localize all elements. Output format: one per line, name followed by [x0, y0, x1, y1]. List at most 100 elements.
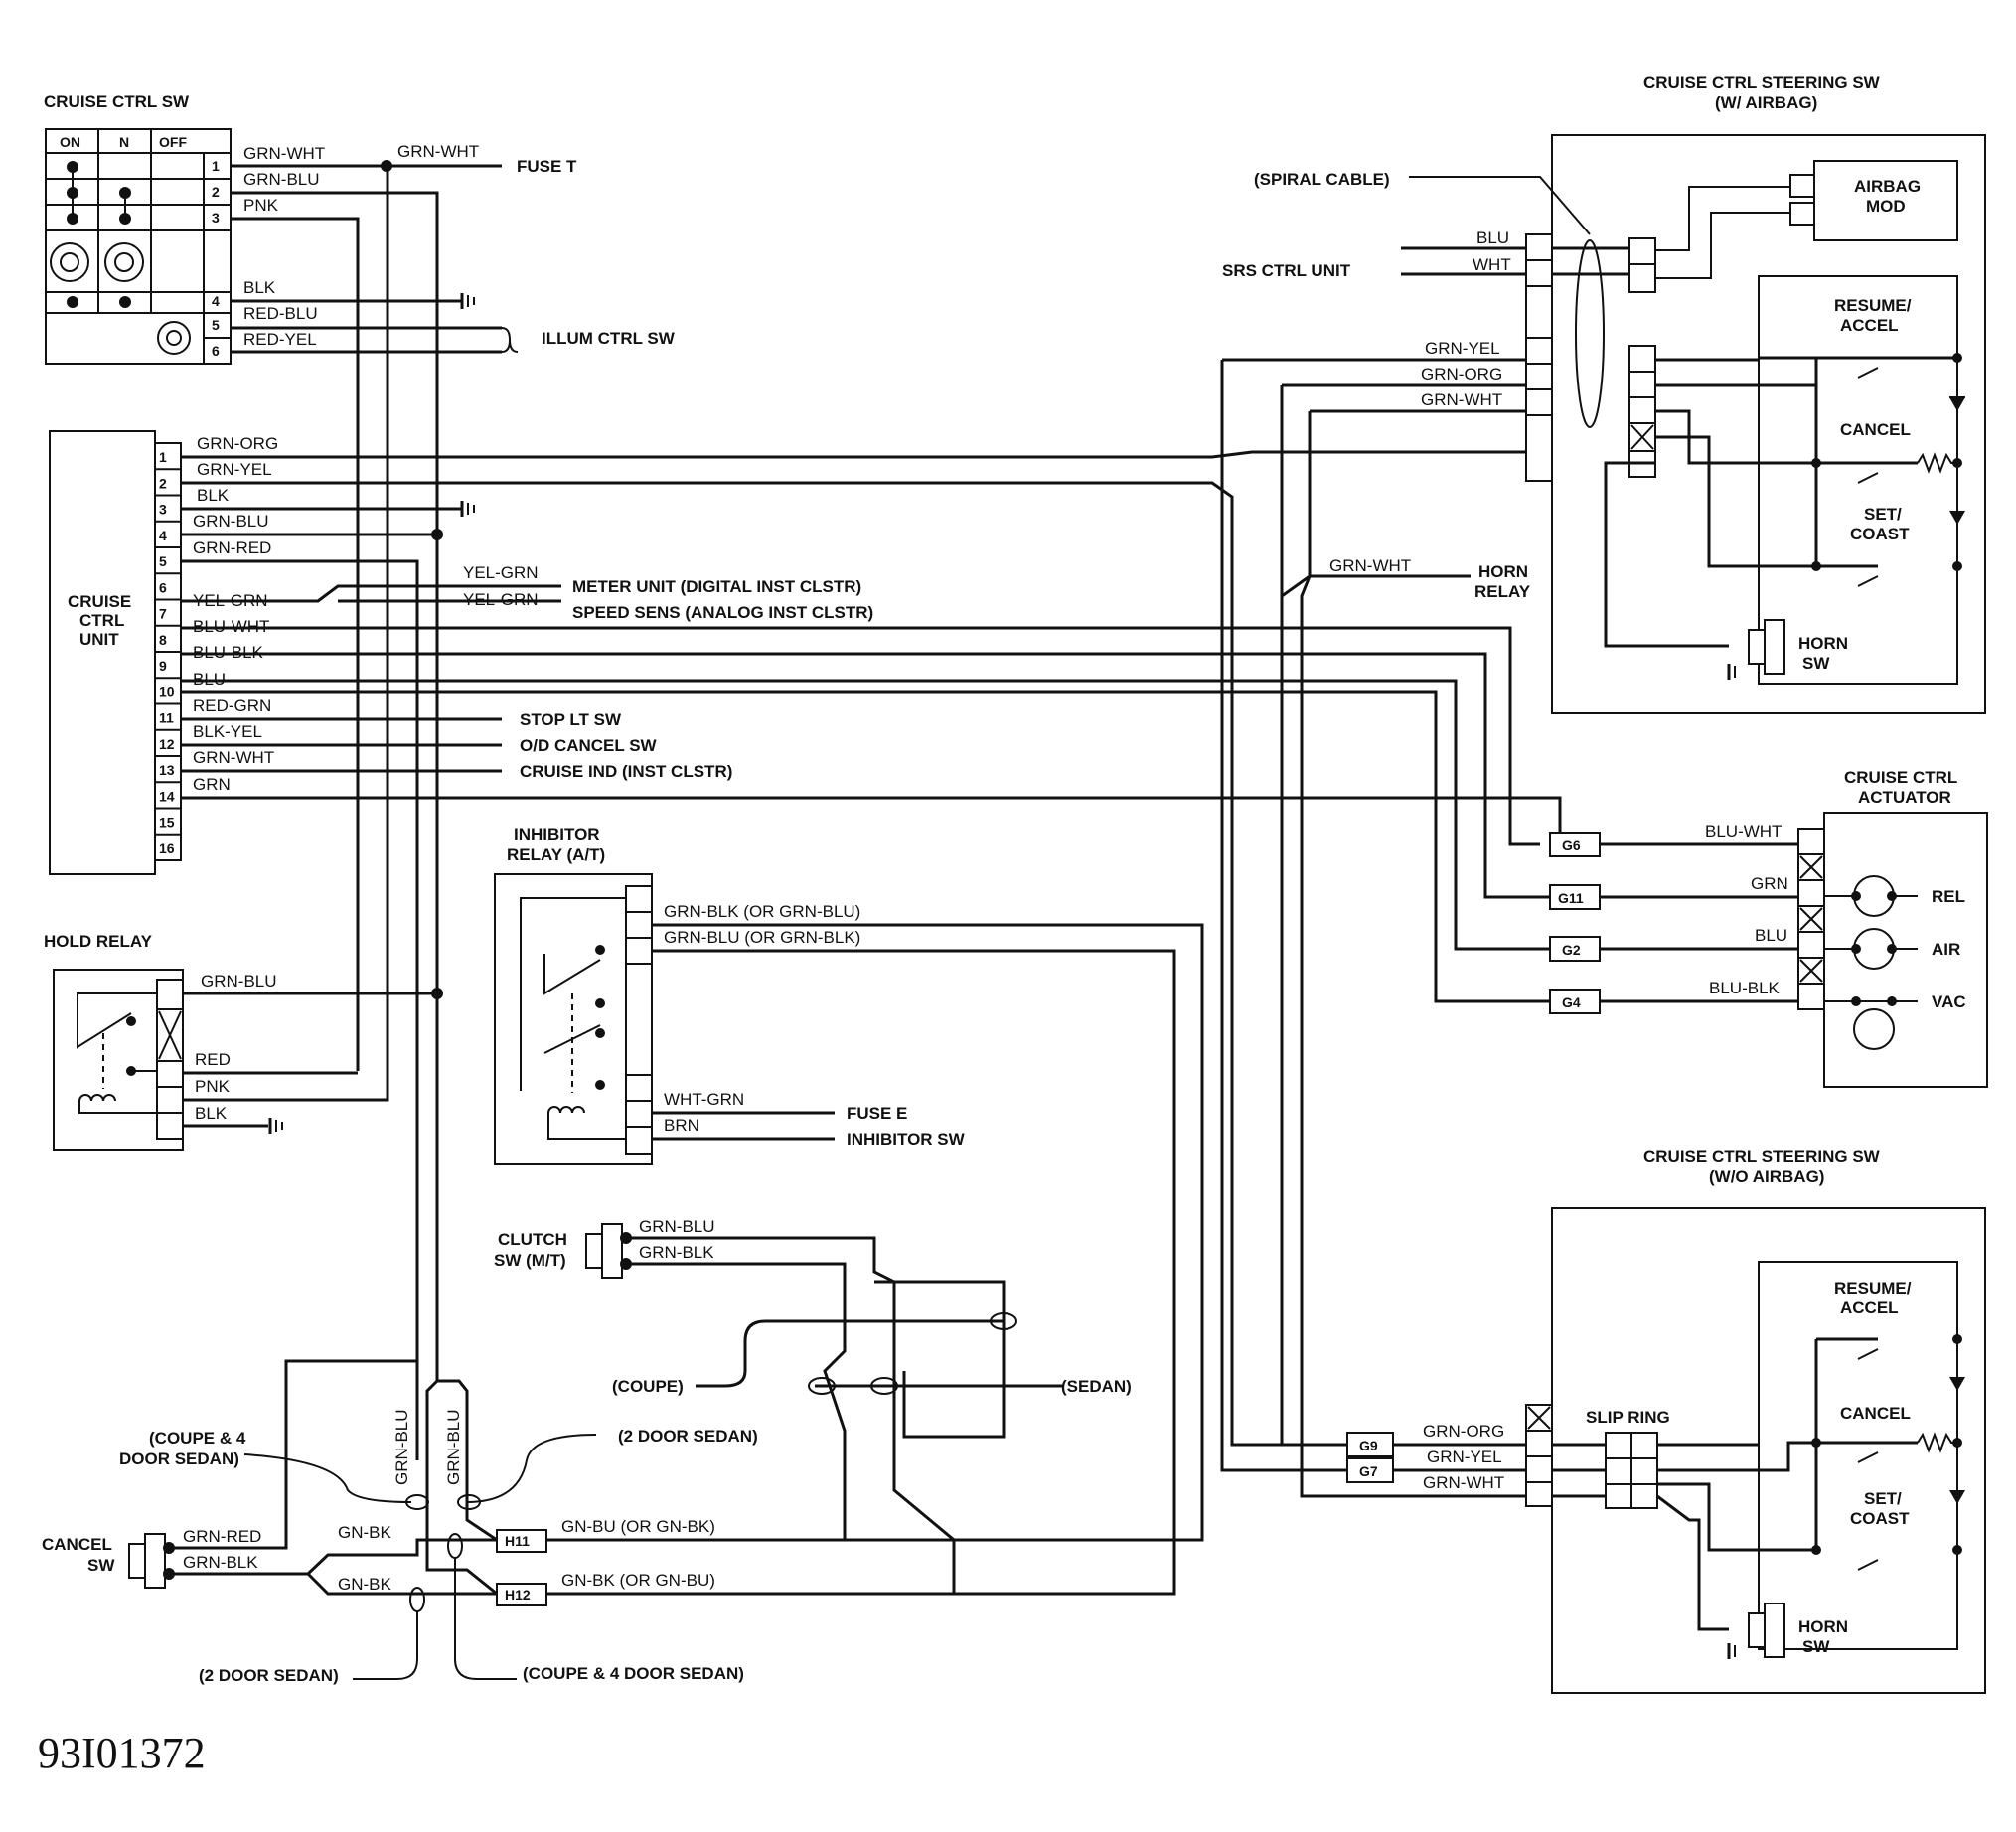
sw-pin-1: 1: [212, 158, 220, 174]
g9-connector: [1346, 1432, 1394, 1457]
act-wire-2: GRN: [1751, 874, 1788, 893]
noairbag-title-2: (W/O AIRBAG): [1709, 1167, 1824, 1186]
fuse-e-label: FUSE E: [847, 1104, 907, 1123]
coupe-label: (COUPE): [612, 1377, 684, 1396]
cruise-ctrl-sw-title: CRUISE CTRL SW: [44, 92, 190, 111]
horn-relay-wire: GRN-WHT: [1329, 556, 1411, 575]
g2-connector: [1549, 936, 1601, 962]
sw-wire-6: RED-YEL: [243, 330, 317, 349]
stop-lt-sw-label: STOP LT SW: [520, 710, 622, 729]
ccu-pin-10: 10: [159, 684, 175, 699]
ccu-title-2: CTRL: [79, 611, 124, 630]
fuse-t-wire: GRN-WHT: [397, 142, 479, 161]
hold-wire-4: BLK: [195, 1104, 228, 1123]
ccu-wire-9: BLU: [193, 670, 226, 688]
sw-wire-5: RED-BLU: [243, 304, 318, 323]
ccu-pin-2: 2: [159, 475, 167, 491]
clutch-title-1: CLUTCH: [498, 1230, 567, 1249]
inhibitor-sw-label: INHIBITOR SW: [847, 1130, 966, 1148]
sw-wire-2: GRN-BLU: [243, 170, 320, 189]
sw-pin-4: 4: [212, 293, 220, 309]
steering-sw-airbag: [1525, 134, 1986, 714]
horn-sw-airbag: [1727, 619, 1785, 680]
nr-wire-1: GRN-ORG: [1423, 1422, 1504, 1441]
ground-symbol-3: [268, 1118, 283, 1134]
slip-ring-label: SLIP RING: [1586, 1408, 1670, 1427]
ccu-title-3: UNIT: [79, 630, 119, 649]
ccu-wire-4: GRN-BLU: [193, 512, 269, 531]
actuator-title-2: ACTUATOR: [1858, 788, 1951, 807]
nr-resume-2: ACCEL: [1840, 1298, 1899, 1317]
ccu-pin-11: 11: [159, 710, 174, 726]
noairbag-title-1: CRUISE CTRL STEERING SW: [1643, 1147, 1881, 1166]
srs-wire-2: WHT: [1473, 255, 1511, 274]
clutch-wire-1: GRN-BLU: [639, 1217, 715, 1236]
pos-off: OFF: [159, 134, 187, 150]
conn-g7: G7: [1359, 1463, 1378, 1479]
spiral-cable-label: (SPIRAL CABLE): [1254, 170, 1390, 189]
act-wire-4: BLU-BLK: [1709, 979, 1781, 997]
inhibitor-relay: [494, 873, 653, 1165]
steering-sw-no-airbag: [1525, 1207, 1986, 1694]
inhibitor-title-2: RELAY (A/T): [507, 845, 605, 864]
h11-id: H11: [505, 1533, 530, 1549]
nr-cancel: CANCEL: [1840, 1404, 1911, 1423]
sw-wire-1: GRN-WHT: [243, 144, 325, 163]
od-cancel-sw-label: O/D CANCEL SW: [520, 736, 658, 755]
hold-relay-title: HOLD RELAY: [44, 932, 153, 951]
port-rel: REL: [1932, 887, 1965, 906]
ccu-pin-8: 8: [159, 632, 167, 648]
hold-wire-1: GRN-BLU: [201, 972, 277, 991]
airbag-mod-2: MOD: [1866, 197, 1906, 216]
conn-g4: G4: [1562, 994, 1581, 1010]
cancel-sw-title-1: CANCEL: [42, 1535, 112, 1554]
airbag-sw-title-1: CRUISE CTRL STEERING SW: [1643, 74, 1881, 92]
sw-pin-5: 5: [212, 317, 220, 333]
meter-unit-label: METER UNIT (DIGITAL INST CLSTR): [572, 577, 861, 596]
fuse-t-label: FUSE T: [517, 157, 577, 176]
ccu-wire-8: BLU-BLK: [193, 643, 264, 662]
set-1: SET/: [1864, 505, 1902, 524]
ccu-wire-13: GRN: [193, 775, 231, 794]
ccu-pin-15: 15: [159, 815, 175, 831]
ccu-wire-5: GRN-RED: [193, 538, 271, 557]
h11-wire: GN-BU (OR GN-BK): [561, 1517, 715, 1536]
meter-wire: YEL-GRN: [463, 563, 539, 582]
conn-g6: G6: [1562, 838, 1581, 853]
hold-wire-3: PNK: [195, 1077, 231, 1096]
ccu-pin-3: 3: [159, 502, 167, 518]
two-door-bottom: (2 DOOR SEDAN): [199, 1666, 339, 1685]
ccu-pin-12: 12: [159, 736, 175, 752]
h12-wire: GN-BK (OR GN-BU): [561, 1571, 715, 1590]
ccu-pin-4: 4: [159, 528, 167, 543]
conn-g9: G9: [1359, 1438, 1378, 1453]
set-2: COAST: [1850, 525, 1910, 543]
srs-wire-1: BLU: [1476, 229, 1509, 247]
sw-pin-2: 2: [212, 184, 220, 200]
cancel-sw: [128, 1533, 175, 1589]
ccu-title-1: CRUISE: [68, 592, 131, 611]
port-air: AIR: [1932, 940, 1960, 959]
inh-wire-1: GRN-BLK (OR GRN-BLU): [664, 902, 860, 921]
ccu-wire-2: GRN-YEL: [197, 460, 272, 479]
actuator-title-1: CRUISE CTRL: [1844, 768, 1957, 787]
vert-wire-2: GRN-BLU: [444, 1409, 463, 1485]
g6-connector: [1549, 832, 1601, 857]
sw-pin-3: 3: [212, 210, 220, 226]
horn-airbag-1: HORN: [1798, 634, 1848, 653]
cruise-ctrl-actuator: [1797, 812, 1988, 1088]
ccu-wire-7: BLU-WHT: [193, 617, 269, 636]
clutch-title-2: SW (M/T): [494, 1251, 566, 1270]
inhibitor-title-1: INHIBITOR: [514, 825, 600, 843]
nr-set-2: COAST: [1850, 1509, 1910, 1528]
conn-g2: G2: [1562, 942, 1581, 958]
illum-bracket: [501, 327, 519, 353]
clutch-sw: [585, 1223, 632, 1279]
airbag-wire-3: GRN-WHT: [1421, 390, 1502, 409]
ccu-wire-12: GRN-WHT: [193, 748, 274, 767]
ccu-wire-10: RED-GRN: [193, 696, 271, 715]
cancel-wire-1: GRN-RED: [183, 1527, 261, 1546]
h12-id: H12: [505, 1587, 531, 1603]
gn-bk-2: GN-BK: [338, 1575, 392, 1594]
ground-symbol-1: [460, 293, 475, 309]
